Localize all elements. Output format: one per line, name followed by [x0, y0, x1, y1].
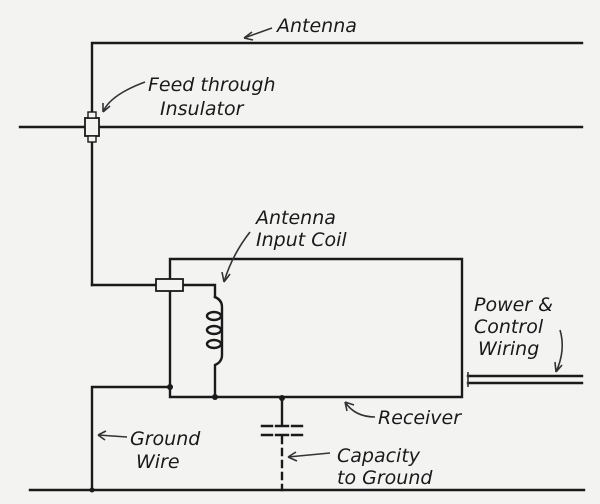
- feed-through-label: Feed through: [148, 74, 275, 96]
- ground-wire-label-line2: Wire: [136, 451, 180, 473]
- antenna-wire: [90, 41, 584, 287]
- capacity-to-ground-symbol: [260, 395, 304, 492]
- insulator-label: Insulator: [160, 98, 245, 120]
- power-label-line1: Power &: [474, 294, 553, 316]
- capacity-label-line2: to Ground: [337, 467, 433, 489]
- input-coil: [205, 295, 224, 399]
- capacity-label-line1: Capacity: [337, 445, 421, 467]
- feed-through-insulator: [84, 111, 100, 143]
- power-control-wiring: [466, 372, 584, 387]
- leader-arrows: [97, 27, 564, 462]
- receiver-label: Receiver: [378, 407, 462, 429]
- coil-label-line1: Antenna: [254, 207, 336, 229]
- lead-in-wire: [90, 278, 217, 299]
- receiver-insulator: [155, 278, 184, 292]
- receiver-box: [168, 257, 464, 399]
- coil-label-line2: Input Coil: [256, 229, 347, 251]
- power-label-line2: Control: [474, 316, 544, 338]
- power-label-line3: Wiring: [478, 338, 539, 360]
- ground-wire-label-line1: Ground: [130, 428, 201, 450]
- antenna-label: Antenna: [275, 15, 357, 37]
